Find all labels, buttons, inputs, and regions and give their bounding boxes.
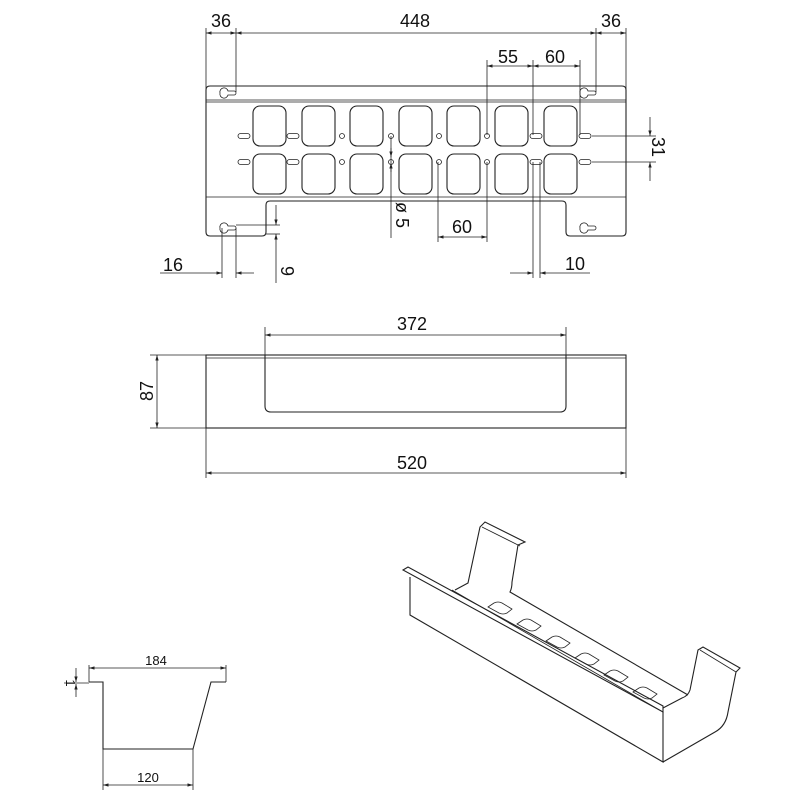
iso-cable-slot — [487, 601, 513, 615]
mounting-slot — [237, 159, 251, 165]
iso-cable-slot — [574, 652, 600, 666]
top-view — [205, 85, 627, 237]
side-view: 372 87 520 — [137, 314, 627, 478]
dim-height: 87 — [137, 381, 157, 401]
iso-cable-slot — [632, 686, 658, 700]
dim-row-gap: 31 — [648, 137, 668, 157]
dim-hole-dia: ø 5 — [392, 202, 412, 228]
mounting-slot — [529, 133, 543, 139]
section-view: 184 1 120 — [63, 653, 227, 790]
mounting-slot — [578, 133, 592, 139]
side-cutout — [264, 355, 567, 413]
dim-cutout-width: 372 — [397, 314, 427, 334]
cable-slot — [494, 105, 529, 147]
dim-slot-len: 10 — [565, 254, 585, 274]
cable-slot — [494, 153, 529, 195]
plate-outline — [205, 85, 627, 237]
iso-cable-slot — [545, 635, 571, 649]
cable-slot — [398, 153, 433, 195]
back-wall — [454, 521, 689, 696]
keyhole-slot — [219, 87, 237, 99]
front-wall — [409, 577, 664, 763]
cable-slot — [446, 153, 481, 195]
iso-slot-row — [487, 601, 658, 700]
keyhole-slot — [579, 222, 597, 234]
keyhole-slot — [579, 87, 597, 99]
right-end — [662, 646, 741, 763]
cable-slot — [349, 105, 384, 147]
mounting-slot — [578, 159, 592, 165]
dim-pitch-c: 60 — [452, 217, 472, 237]
dim-ear-height: 9 — [277, 266, 297, 276]
dim-pitch-b: 60 — [545, 47, 565, 67]
cable-slot — [543, 153, 578, 195]
section-profile — [89, 681, 226, 750]
cable-slot — [349, 153, 384, 195]
dim-length: 520 — [397, 453, 427, 473]
mounting-hole — [339, 133, 345, 139]
cable-slot — [446, 105, 481, 147]
side-outline — [205, 354, 627, 429]
iso-cable-slot — [603, 669, 629, 683]
dim-top-width: 184 — [145, 653, 167, 668]
isometric-view — [401, 521, 741, 763]
dim-pitch-a: 55 — [498, 47, 518, 67]
dim-ear-offset: 16 — [163, 255, 183, 275]
dim-left-margin: 36 — [211, 11, 231, 31]
mounting-slot — [237, 133, 251, 139]
cable-slot — [301, 105, 336, 147]
dim-bottom-width: 120 — [137, 770, 159, 785]
top-view-dimensions: 36 448 36 55 60 31 ø 5 60 16 9 — [160, 11, 668, 283]
cable-slot — [543, 105, 578, 147]
iso-cable-slot — [516, 618, 542, 632]
cable-slot — [252, 153, 287, 195]
dim-flange-thickness: 1 — [63, 679, 78, 686]
mounting-hole — [436, 133, 442, 139]
cable-slot — [398, 105, 433, 147]
mounting-slot — [529, 159, 543, 165]
cable-slot — [252, 105, 287, 147]
mounting-slot — [286, 133, 300, 139]
mounting-hole — [436, 159, 442, 165]
cable-slot — [301, 153, 336, 195]
dim-hole-span: 448 — [400, 11, 430, 31]
mounting-slot — [286, 159, 300, 165]
mounting-hole — [339, 159, 345, 165]
dim-right-margin: 36 — [601, 11, 621, 31]
front-flange — [401, 566, 664, 713]
